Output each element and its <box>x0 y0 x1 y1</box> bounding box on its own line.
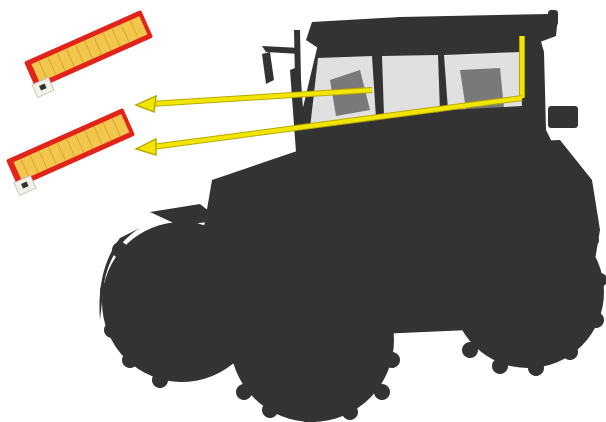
side-window-front <box>382 55 440 116</box>
side-mirror <box>262 52 274 84</box>
air-filter-lower <box>4 108 138 196</box>
air-filter-upper <box>22 10 156 98</box>
chassis <box>200 270 470 340</box>
roof-light <box>548 10 558 26</box>
tractor-silhouette <box>99 10 606 422</box>
rear-light-box <box>548 106 578 128</box>
